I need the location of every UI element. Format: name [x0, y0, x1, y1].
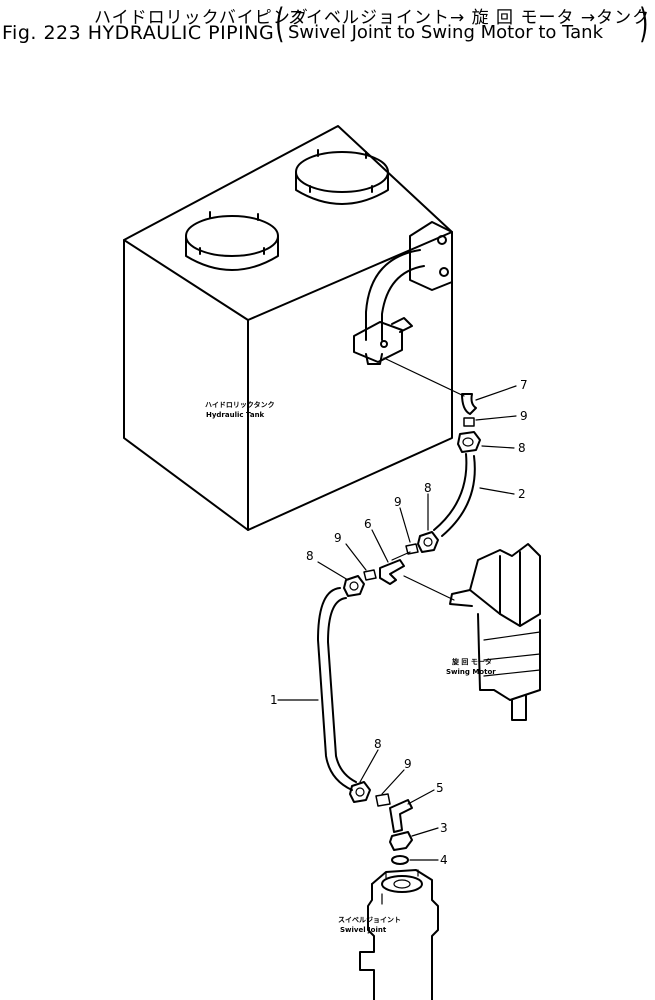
figure-label: Fig. 223 HYDRAULIC PIPING: [2, 22, 275, 44]
o-ring-9-motor: [405, 543, 419, 555]
swivel-label-jp: スイベルジョイント: [338, 916, 401, 924]
callout-3: 3: [440, 821, 448, 835]
callout-2: 2: [518, 487, 526, 501]
elbow-5: [389, 799, 413, 833]
callout-8-d: 8: [374, 737, 382, 751]
callout-5: 5: [436, 781, 444, 795]
nut-8-left: [343, 575, 365, 597]
swivel-label-en: Swivel Joint: [340, 926, 387, 934]
swivel-joint: [359, 869, 439, 1000]
swing-motor: [449, 543, 541, 721]
leader-tee-to-motor: [403, 575, 455, 601]
tank-label-en: Hydraulic Tank: [206, 411, 265, 419]
subtitle-jp: スイベルジョイント→ 旋 回 モータ →タンク: [288, 8, 651, 28]
title-jp: ハイドロリックバイピング: [94, 8, 309, 28]
callout-8-a: 8: [518, 441, 526, 455]
paren-left: (: [275, 1, 285, 47]
callout-4: 4: [440, 853, 448, 867]
callout-8-b: 8: [424, 481, 432, 495]
motor-label-jp: 旋 回 モータ: [451, 657, 492, 666]
callout-6: 6: [364, 517, 372, 531]
callout-9-b: 9: [394, 495, 402, 509]
callout-1: 1: [270, 693, 278, 707]
hose-2: [433, 453, 476, 537]
callout-leaders: [277, 385, 517, 861]
nut-8-lower: [349, 781, 371, 803]
subtitle-en: Swivel Joint to Swing Motor to Tank: [288, 22, 604, 43]
callout-9-d: 9: [404, 757, 412, 771]
callout-9-a: 9: [520, 409, 528, 423]
nut-8-upper: [457, 431, 481, 453]
hydraulic-tank: [123, 125, 453, 531]
adapter-3: [389, 831, 413, 851]
callout-8-c: 8: [306, 549, 314, 563]
o-ring-9-lower: [375, 793, 391, 807]
leader-tank-to-elbow: [383, 357, 465, 397]
callout-9-c: 9: [334, 531, 342, 545]
paren-right: ): [639, 1, 649, 47]
callout-7: 7: [520, 378, 528, 392]
callout-numbers: 7 9 8 2 8 9 6 9 8 1 8 9 5 3 4: [270, 378, 528, 867]
elbow-7: [461, 393, 477, 415]
tee-6: [379, 551, 411, 585]
tank-label-jp: ハイドロリックタンク: [205, 400, 275, 409]
motor-label-en: Swing Motor: [446, 668, 496, 676]
o-ring-9-upper: [463, 417, 475, 427]
o-ring-4: [391, 855, 409, 865]
nut-8-motor: [417, 531, 439, 553]
o-ring-9-left: [363, 569, 377, 581]
figure-header: ハイドロリックバイピング ( スイベルジョイント→ 旋 回 モータ →タンク F…: [0, 0, 655, 48]
hose-1: [317, 587, 357, 791]
